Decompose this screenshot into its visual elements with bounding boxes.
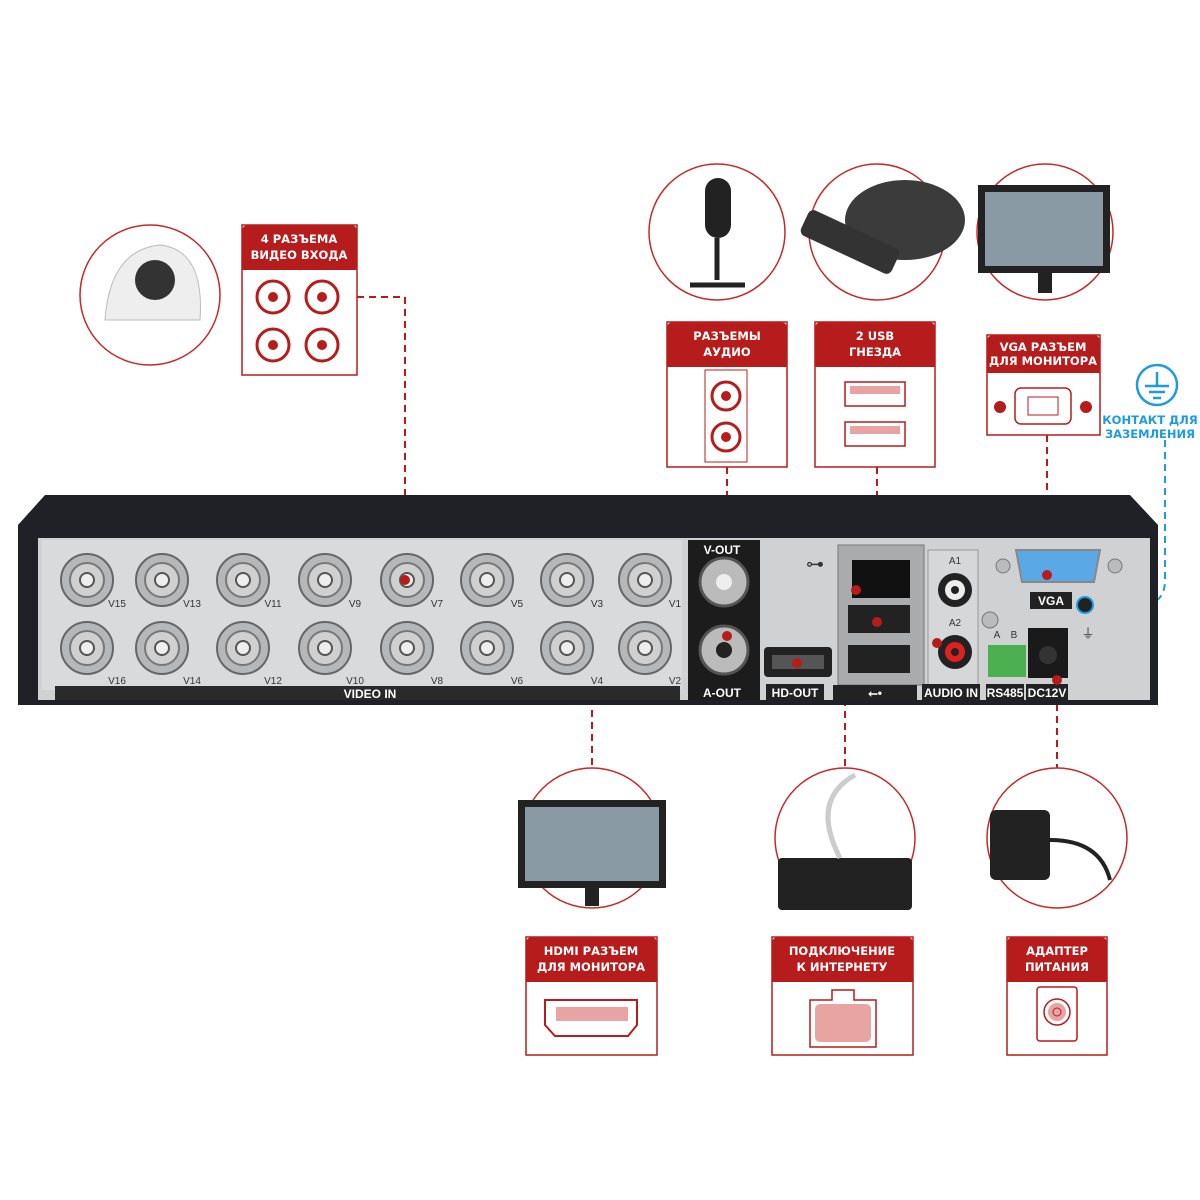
usb-port-2	[848, 645, 910, 673]
channel-label: V13	[183, 599, 201, 610]
channel-label: V11	[264, 599, 281, 610]
bnc-connector: V12	[216, 621, 282, 687]
svg-text:ЗАЗЕМЛЕНИЯ: ЗАЗЕМЛЕНИЯ	[1105, 427, 1195, 441]
bnc-connector: V16	[60, 621, 126, 687]
channel-label: V15	[108, 599, 126, 610]
svg-text:КОНТАКТ ДЛЯ: КОНТАКТ ДЛЯ	[1102, 413, 1197, 427]
channel-label: V4	[591, 676, 604, 687]
rs485-terminal	[988, 645, 1026, 677]
video-in-label: VIDEO IN	[344, 687, 397, 701]
svg-text:4 РАЗЪЕМА: 4 РАЗЪЕМА	[261, 232, 338, 246]
audio-in-label: AUDIO IN	[924, 686, 978, 700]
a1-label: A1	[949, 556, 962, 567]
svg-text:ДЛЯ МОНИТОРА: ДЛЯ МОНИТОРА	[989, 354, 1097, 368]
channel-label: V3	[591, 599, 604, 610]
channel-label: V9	[349, 599, 362, 610]
svg-text:ДЛЯ МОНИТОРА: ДЛЯ МОНИТОРА	[537, 960, 645, 974]
channel-label: V8	[431, 676, 444, 687]
callout-vga: VGA РАЗЪЕМ ДЛЯ МОНИТОРА	[986, 334, 1101, 436]
callout-audio: РАЗЪЕМЫ АУДИО	[666, 321, 788, 468]
channel-label: V10	[346, 676, 364, 687]
channel-label: V12	[264, 676, 282, 687]
screw	[981, 611, 999, 629]
bnc-connector: V11	[216, 553, 282, 610]
svg-text:2 USB: 2 USB	[856, 329, 894, 343]
bnc-connector: V1	[618, 553, 682, 610]
vga-port	[1014, 549, 1102, 583]
adapter-icon	[990, 810, 1050, 880]
bnc-connector: V15	[60, 553, 126, 610]
svg-text:ГНЕЗДА: ГНЕЗДА	[849, 345, 901, 359]
callout-power: АДАПТЕР ПИТАНИЯ	[1006, 936, 1108, 1056]
svg-text:К ИНТЕРНЕТУ: К ИНТЕРНЕТУ	[797, 960, 888, 974]
callout-hdmi: HDMI РАЗЪЕМ ДЛЯ МОНИТОРА	[525, 936, 658, 1056]
bnc-connector: V6	[460, 621, 524, 687]
bnc-connector: V14	[135, 621, 201, 687]
channel-label: V14	[183, 676, 201, 687]
bnc-connector: V3	[540, 553, 604, 610]
callout-ground: КОНТАКТ ДЛЯ ЗАЗЕМЛЕНИЯ	[1102, 363, 1198, 441]
callout-network: ПОДКЛЮЧЕНИЕ К ИНТЕРНЕТУ	[771, 936, 914, 1056]
hd-out-label: HD-OUT	[772, 686, 819, 700]
bnc-connector: V8	[380, 621, 444, 687]
channel-label: V16	[108, 676, 126, 687]
svg-text:HDMI РАЗЪЕМ: HDMI РАЗЪЕМ	[544, 944, 639, 958]
a-out-label: A-OUT	[703, 686, 742, 700]
vga-label: VGA	[1038, 594, 1064, 608]
rj45-port	[852, 560, 910, 598]
microphone-icon	[705, 178, 731, 238]
v-out-label: V-OUT	[704, 543, 741, 557]
rs485-a-label: A	[994, 630, 1001, 641]
channel-label: V6	[511, 676, 524, 687]
ground-symbol-icon: ⏚	[1081, 626, 1094, 641]
channel-label: V5	[511, 599, 524, 610]
usb-icon: ⭠•	[868, 686, 882, 700]
ethernet-cable-icon	[825, 772, 857, 860]
usb-dongle-icon	[800, 210, 900, 274]
dc12v-label: DC12V	[1028, 686, 1067, 700]
video-in-plate	[55, 686, 680, 700]
callout-usb: 2 USB ГНЕЗДА	[814, 321, 936, 468]
bnc-connector: V9	[298, 553, 362, 610]
bnc-connector: V2	[618, 621, 682, 687]
bnc-connector: V5	[460, 553, 524, 610]
line-video-in	[357, 296, 406, 580]
svg-text:ПОДКЛЮЧЕНИЕ: ПОДКЛЮЧЕНИЕ	[789, 944, 895, 958]
bnc-connector: V10	[298, 621, 364, 687]
channel-label: V2	[669, 676, 682, 687]
connection-dots	[400, 570, 1062, 685]
a2-label: A2	[949, 618, 962, 629]
channel-label: V1	[669, 599, 682, 610]
rs485-label: RS485	[987, 686, 1024, 700]
svg-text:РАЗЪЕМЫ: РАЗЪЕМЫ	[693, 329, 761, 343]
callout-video-in: 4 РАЗЪЕМА ВИДЕО ВХОДА	[241, 224, 358, 376]
svg-text:VGA РАЗЪЕМ: VGA РАЗЪЕМ	[1000, 340, 1087, 354]
svg-text:ВИДЕО ВХОДА: ВИДЕО ВХОДА	[251, 248, 348, 262]
svg-text:АДАПТЕР: АДАПТЕР	[1026, 944, 1088, 958]
ground-terminal	[1076, 596, 1094, 614]
network-icon: ⊶	[806, 554, 824, 574]
bnc-connector: V4	[540, 621, 604, 687]
router-icon	[778, 858, 912, 910]
bnc-connector: V13	[135, 553, 201, 610]
svg-text:АУДИО: АУДИО	[703, 345, 751, 359]
rs485-b-label: B	[1011, 630, 1018, 641]
svg-text:ПИТАНИЯ: ПИТАНИЯ	[1025, 960, 1089, 974]
channel-label: V7	[431, 599, 444, 610]
